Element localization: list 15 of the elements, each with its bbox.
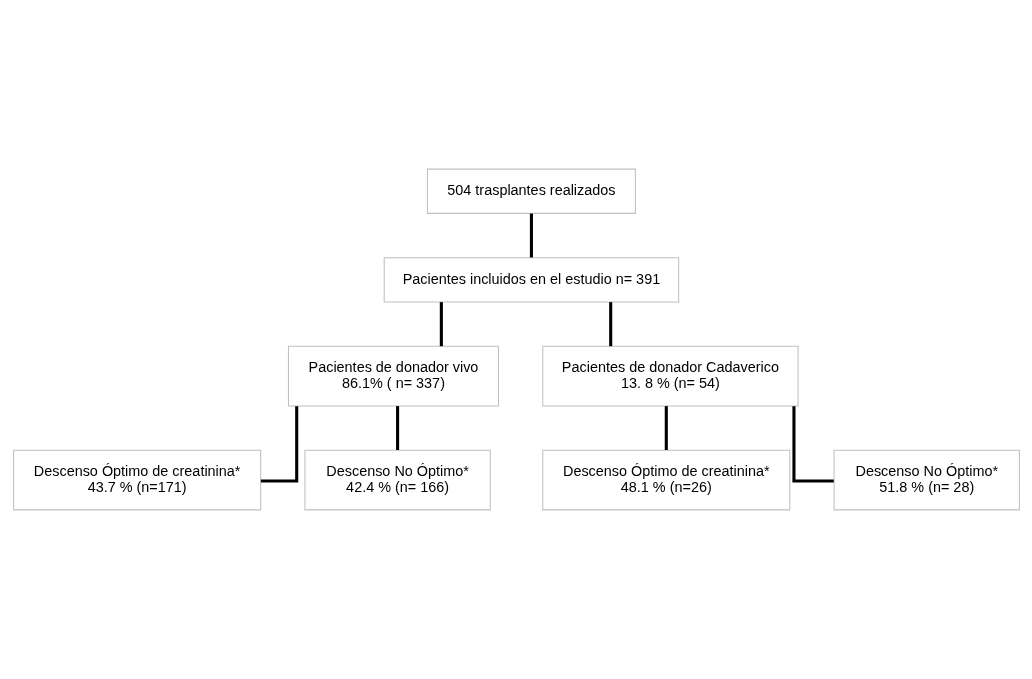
node-box: Descenso Óptimo de creatinina* 43.7 % (n=171) <box>12 449 261 511</box>
connector <box>608 302 612 347</box>
node-box: Pacientes de donador vivo 86.1% ( n= 337) <box>287 345 499 407</box>
connector <box>529 213 533 258</box>
connector <box>395 406 399 450</box>
connector <box>439 302 443 347</box>
node-box: 504 trasplantes realizados <box>426 168 636 214</box>
node-box: Descenso No Óptimo* 42.4 % (n= 166) <box>303 449 491 511</box>
node-box: Pacientes incluidos en el estudio n= 391 <box>383 257 679 303</box>
node-box: Descenso No Óptimo* 51.8 % (n= 28) <box>833 449 1020 511</box>
connector <box>260 406 298 483</box>
node-box: Pacientes de donador Cadaverico 13. 8 % (n= 54) <box>541 345 799 407</box>
connector <box>664 406 668 450</box>
node-box: Descenso Óptimo de creatinina* 48.1 % (n=26) <box>541 449 790 511</box>
connector <box>791 406 834 483</box>
